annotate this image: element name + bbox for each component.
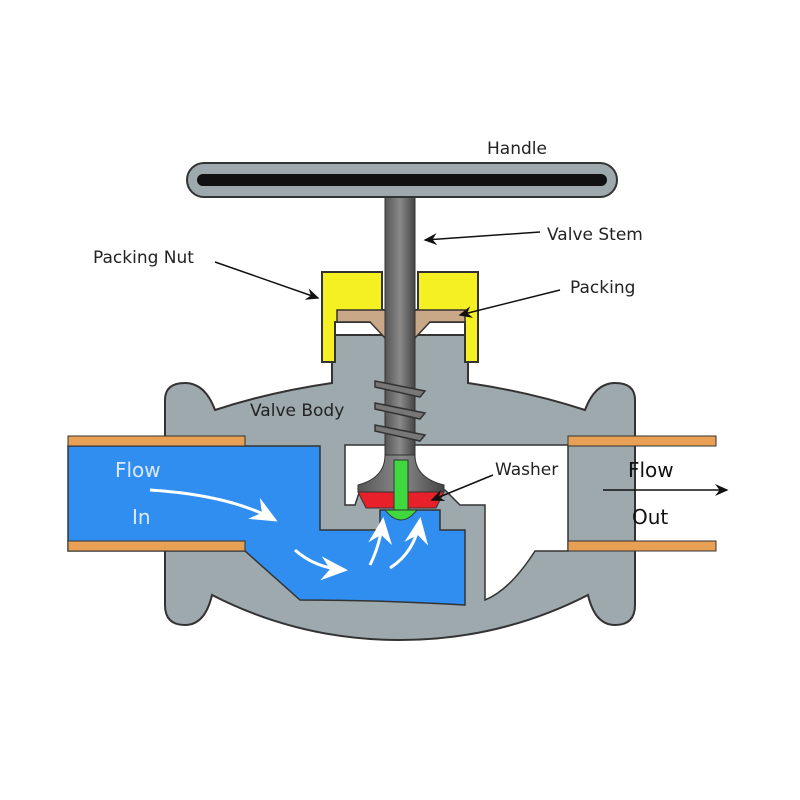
screw (393, 459, 409, 511)
label-washer: Washer (495, 460, 558, 480)
inlet-pipe-top (67, 435, 246, 447)
outlet-pipe-bottom (567, 540, 717, 552)
label-flow-in-2: In (132, 505, 151, 529)
stem-threads (374, 380, 427, 442)
label-packing-nut: Packing Nut (93, 248, 194, 268)
label-valve-body: Valve Body (250, 401, 344, 421)
label-packing: Packing (570, 278, 635, 298)
packing-pointer (458, 289, 561, 318)
label-valve-stem: Valve Stem (547, 225, 643, 245)
label-handle: Handle (487, 139, 547, 159)
inlet-pipe-bottom (67, 540, 246, 552)
flow-arrows (149, 488, 429, 581)
label-flow-in-1: Flow (115, 458, 161, 482)
valve-stem-pointer (423, 231, 541, 246)
valve-stem (384, 189, 416, 491)
outlet-pipe-top (567, 435, 717, 447)
washer-pointer (430, 474, 494, 502)
packing-nut-pointer (214, 261, 320, 300)
label-flow-out-2: Out (632, 505, 668, 529)
label-flow-out-1: Flow (628, 458, 674, 482)
